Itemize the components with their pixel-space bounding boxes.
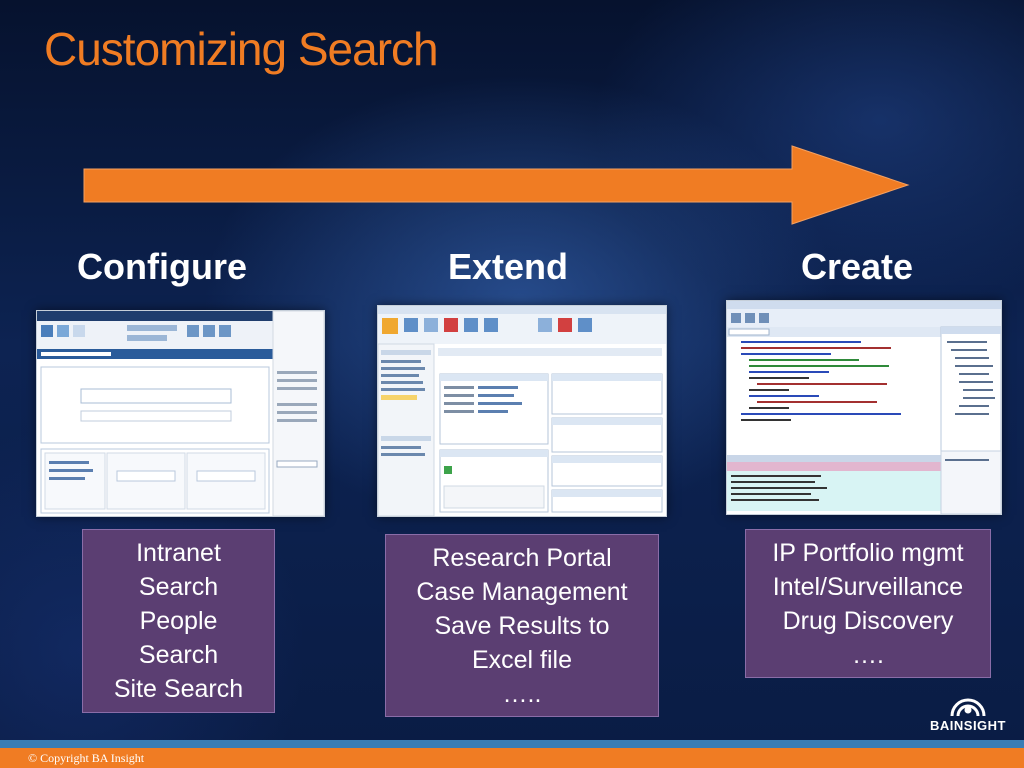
sharepoint-search-screenshot [36, 310, 325, 517]
footer-orange-strip [0, 748, 1024, 768]
heading-create: Create [800, 246, 914, 287]
heading-extend: Extend [447, 246, 569, 287]
extend-item: Case Management [416, 577, 628, 606]
extend-item: Research Portal [432, 543, 612, 572]
bainsight-logo: BAINSIGHT [918, 684, 1018, 734]
configure-item: Intranet [136, 539, 221, 567]
copyright-text: © Copyright BA Insight [28, 751, 145, 765]
configure-item: Search [138, 573, 219, 601]
logo-text: BAINSIGHT [930, 718, 1006, 733]
progress-arrow-icon [83, 145, 910, 225]
heading-configure: Configure [77, 246, 247, 287]
configure-item: People [139, 607, 218, 635]
extend-description-box: Research Portal Case Management Save Res… [385, 534, 659, 717]
sharepoint-designer-screenshot [377, 305, 667, 517]
visual-studio-screenshot [726, 300, 1002, 515]
slide-title: Customizing Search [44, 23, 439, 75]
create-item: Intel/Surveillance [772, 572, 964, 601]
configure-item: Search [138, 641, 219, 669]
create-description-box: IP Portfolio mgmt Intel/Surveillance Dru… [745, 529, 991, 678]
bainsight-logo-icon [950, 698, 986, 717]
create-item: …. [852, 640, 884, 669]
create-item: Drug Discovery [782, 606, 954, 635]
configure-description-box: Intranet Search People Search Site Searc… [82, 529, 275, 713]
extend-item: ….. [502, 679, 542, 708]
extend-item: Excel file [471, 645, 573, 674]
extend-item: Save Results to [434, 611, 610, 640]
configure-item: Site Search [113, 675, 244, 703]
create-item: IP Portfolio mgmt [772, 538, 964, 567]
footer-blue-strip [0, 740, 1024, 748]
